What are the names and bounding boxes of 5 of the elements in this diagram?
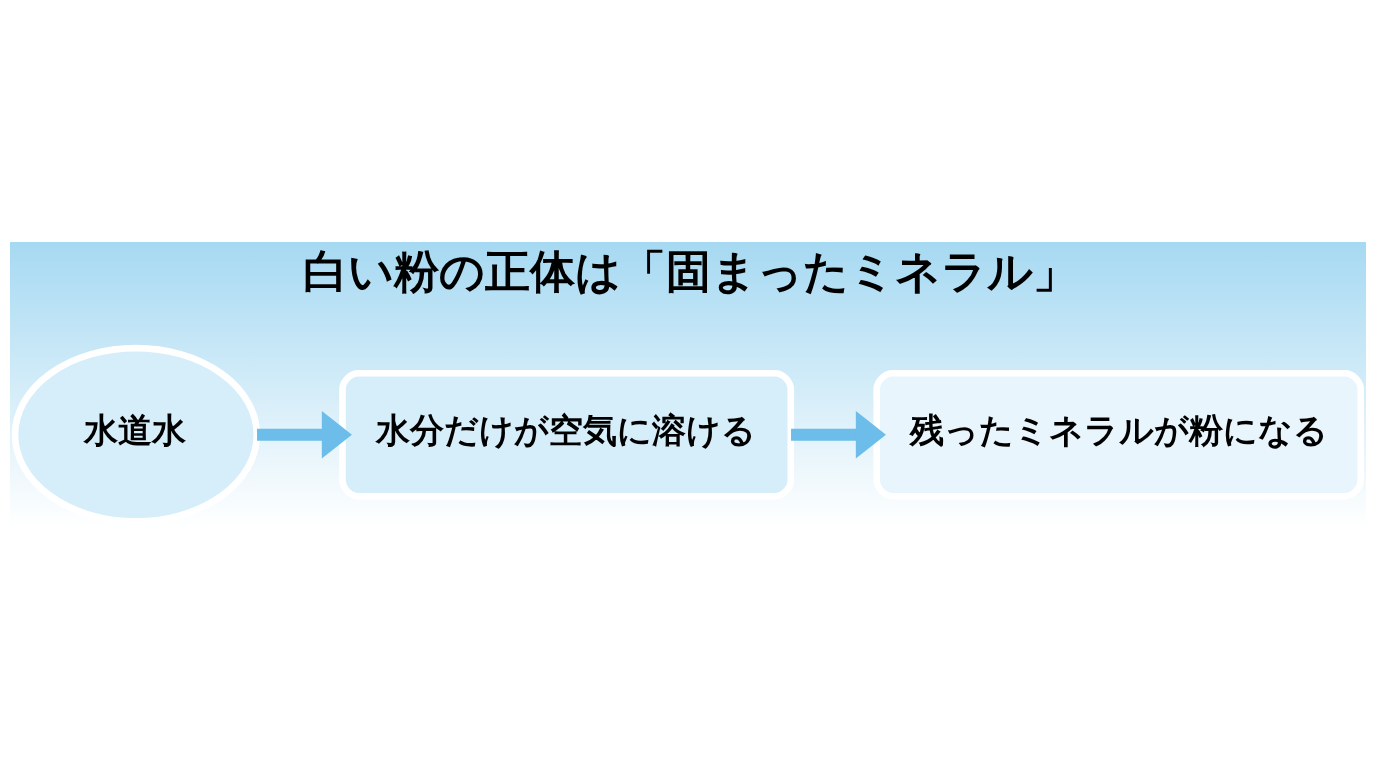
- arrow: [257, 410, 352, 458]
- node-box: 水分だけが空気に溶ける: [339, 369, 795, 500]
- diagram-title: 白い粉の正体は「固まったミネラル」: [303, 244, 1079, 298]
- node-box: 残ったミネラルが粉になる: [873, 369, 1365, 500]
- arrow: [791, 410, 886, 458]
